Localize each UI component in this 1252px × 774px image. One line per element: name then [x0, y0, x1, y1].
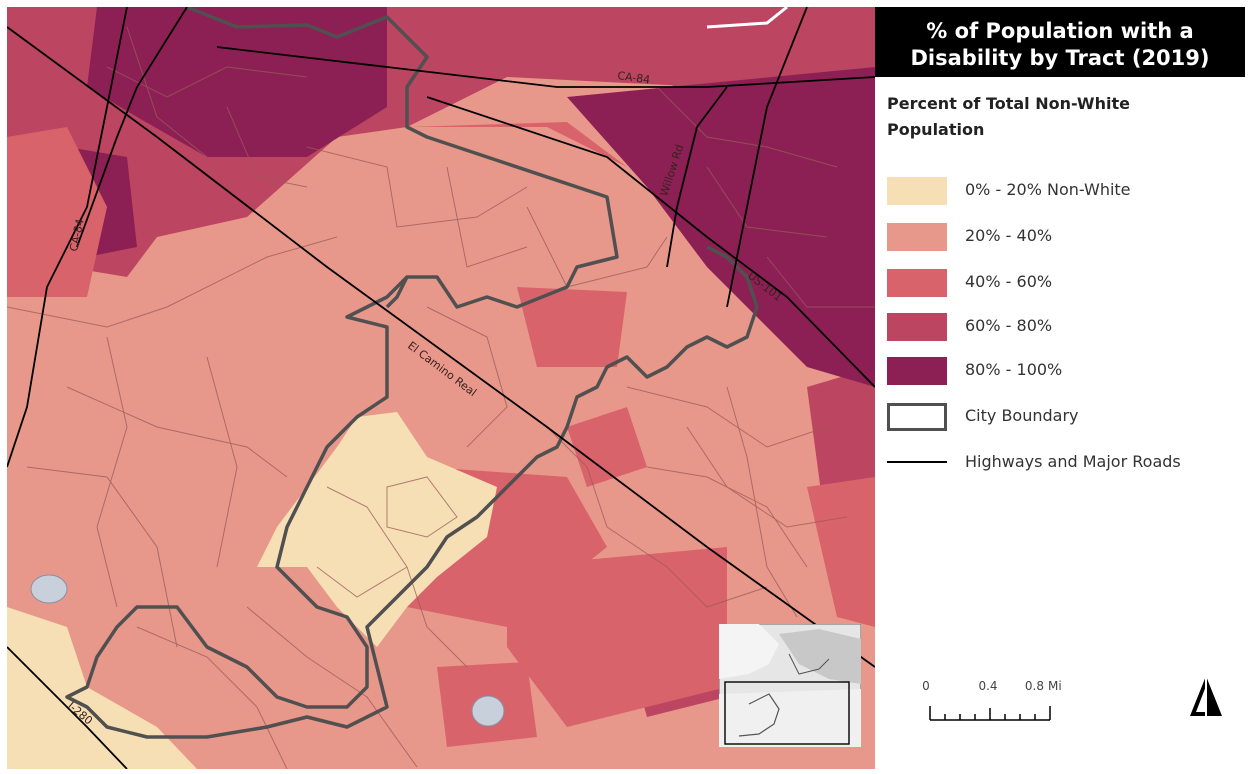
legend-label: 0% - 20% Non-White [965, 180, 1131, 199]
legend-heading: Percent of Total Non-White Population [887, 94, 1130, 139]
tract-region-40-60-southeast [807, 477, 875, 627]
legend-item-20-40: 20% - 40% [887, 223, 1237, 253]
tract-outlines [7, 26, 875, 769]
tract-region-80-100-northwest [87, 7, 387, 157]
road-ca84-left [7, 7, 128, 468]
city-boundary-notch [385, 276, 409, 309]
water-body-west [30, 574, 68, 604]
inset-extent-box [724, 681, 850, 745]
tract-region-40-60-west [7, 127, 107, 297]
legend-item-80-100: 80% - 100% [887, 357, 1237, 387]
scale-bar: 0 0.4 0.8 Mile [922, 676, 1072, 726]
legend-swatch [887, 223, 947, 251]
road-ca84-west [76, 7, 188, 248]
legend-label: 40% - 60% [965, 272, 1053, 291]
legend-label: City Boundary [965, 406, 1079, 425]
road-i280 [7, 646, 128, 769]
legend-swatch [887, 357, 947, 385]
road-willow [666, 86, 728, 268]
tract-region-40-60-north [407, 122, 647, 177]
major-roads [7, 7, 875, 769]
scale-tick-0: 0 [922, 679, 930, 693]
legend-label: 60% - 80% [965, 316, 1053, 335]
legend-swatch-boundary [887, 403, 947, 431]
legend-title: % of Population with a Disability by Tra… [875, 7, 1245, 77]
legend-swatch [887, 269, 947, 297]
inset-land-south [719, 689, 861, 747]
city-boundary [65, 7, 759, 739]
road-el-camino-real [7, 26, 875, 668]
legend-item-60-80: 60% - 80% [887, 313, 1237, 343]
legend-swatch-roads [887, 449, 947, 463]
legend-panel: % of Population with a Disability by Tra… [875, 7, 1245, 769]
inset-locator-map [718, 623, 862, 748]
inset-boundary [738, 693, 780, 737]
scale-tick-08: 0.8 [1025, 679, 1044, 693]
legend-swatch [887, 177, 947, 205]
scale-unit: Mile [1048, 679, 1062, 693]
water-body-south [471, 695, 505, 727]
inset-road [788, 653, 830, 675]
road-label-ca84-top: CA-84 [617, 69, 651, 86]
tract-region-0-20-center [257, 412, 497, 647]
minor-road-white [706, 7, 788, 29]
road-ca84-top [216, 46, 875, 88]
map-view[interactable]: CA-84 CA-84 Willow Rd US-101 El Camino R… [7, 7, 875, 769]
legend-label: 80% - 100% [965, 360, 1063, 379]
scale-tick-04: 0.4 [978, 679, 997, 693]
north-arrow-icon [1186, 672, 1226, 722]
road-us101 [426, 96, 875, 388]
legend-swatch [887, 313, 947, 341]
inset-bay [779, 629, 861, 684]
inset-land-nw [719, 624, 779, 679]
tract-region-40-60-south [507, 547, 727, 727]
legend-item-city-boundary: City Boundary [887, 403, 1237, 433]
map-svg: CA-84 CA-84 Willow Rd US-101 El Camino R… [7, 7, 875, 769]
scale-bar-svg: 0 0.4 0.8 Mile [922, 679, 1072, 721]
north-arrow-svg [1190, 676, 1222, 716]
legend-label: 20% - 40% [965, 226, 1053, 245]
tract-region-40-60-center [517, 287, 627, 367]
tract-region-0-20-southwest [7, 607, 197, 769]
legend-item-0-20: 0% - 20% Non-White [887, 177, 1237, 207]
inset-svg [718, 623, 862, 748]
legend-item-roads: Highways and Major Roads [887, 449, 1237, 479]
scale-ruler [929, 706, 1051, 721]
legend-label: Highways and Major Roads [965, 452, 1181, 471]
road-east [726, 7, 808, 308]
legend-item-40-60: 40% - 60% [887, 269, 1237, 299]
